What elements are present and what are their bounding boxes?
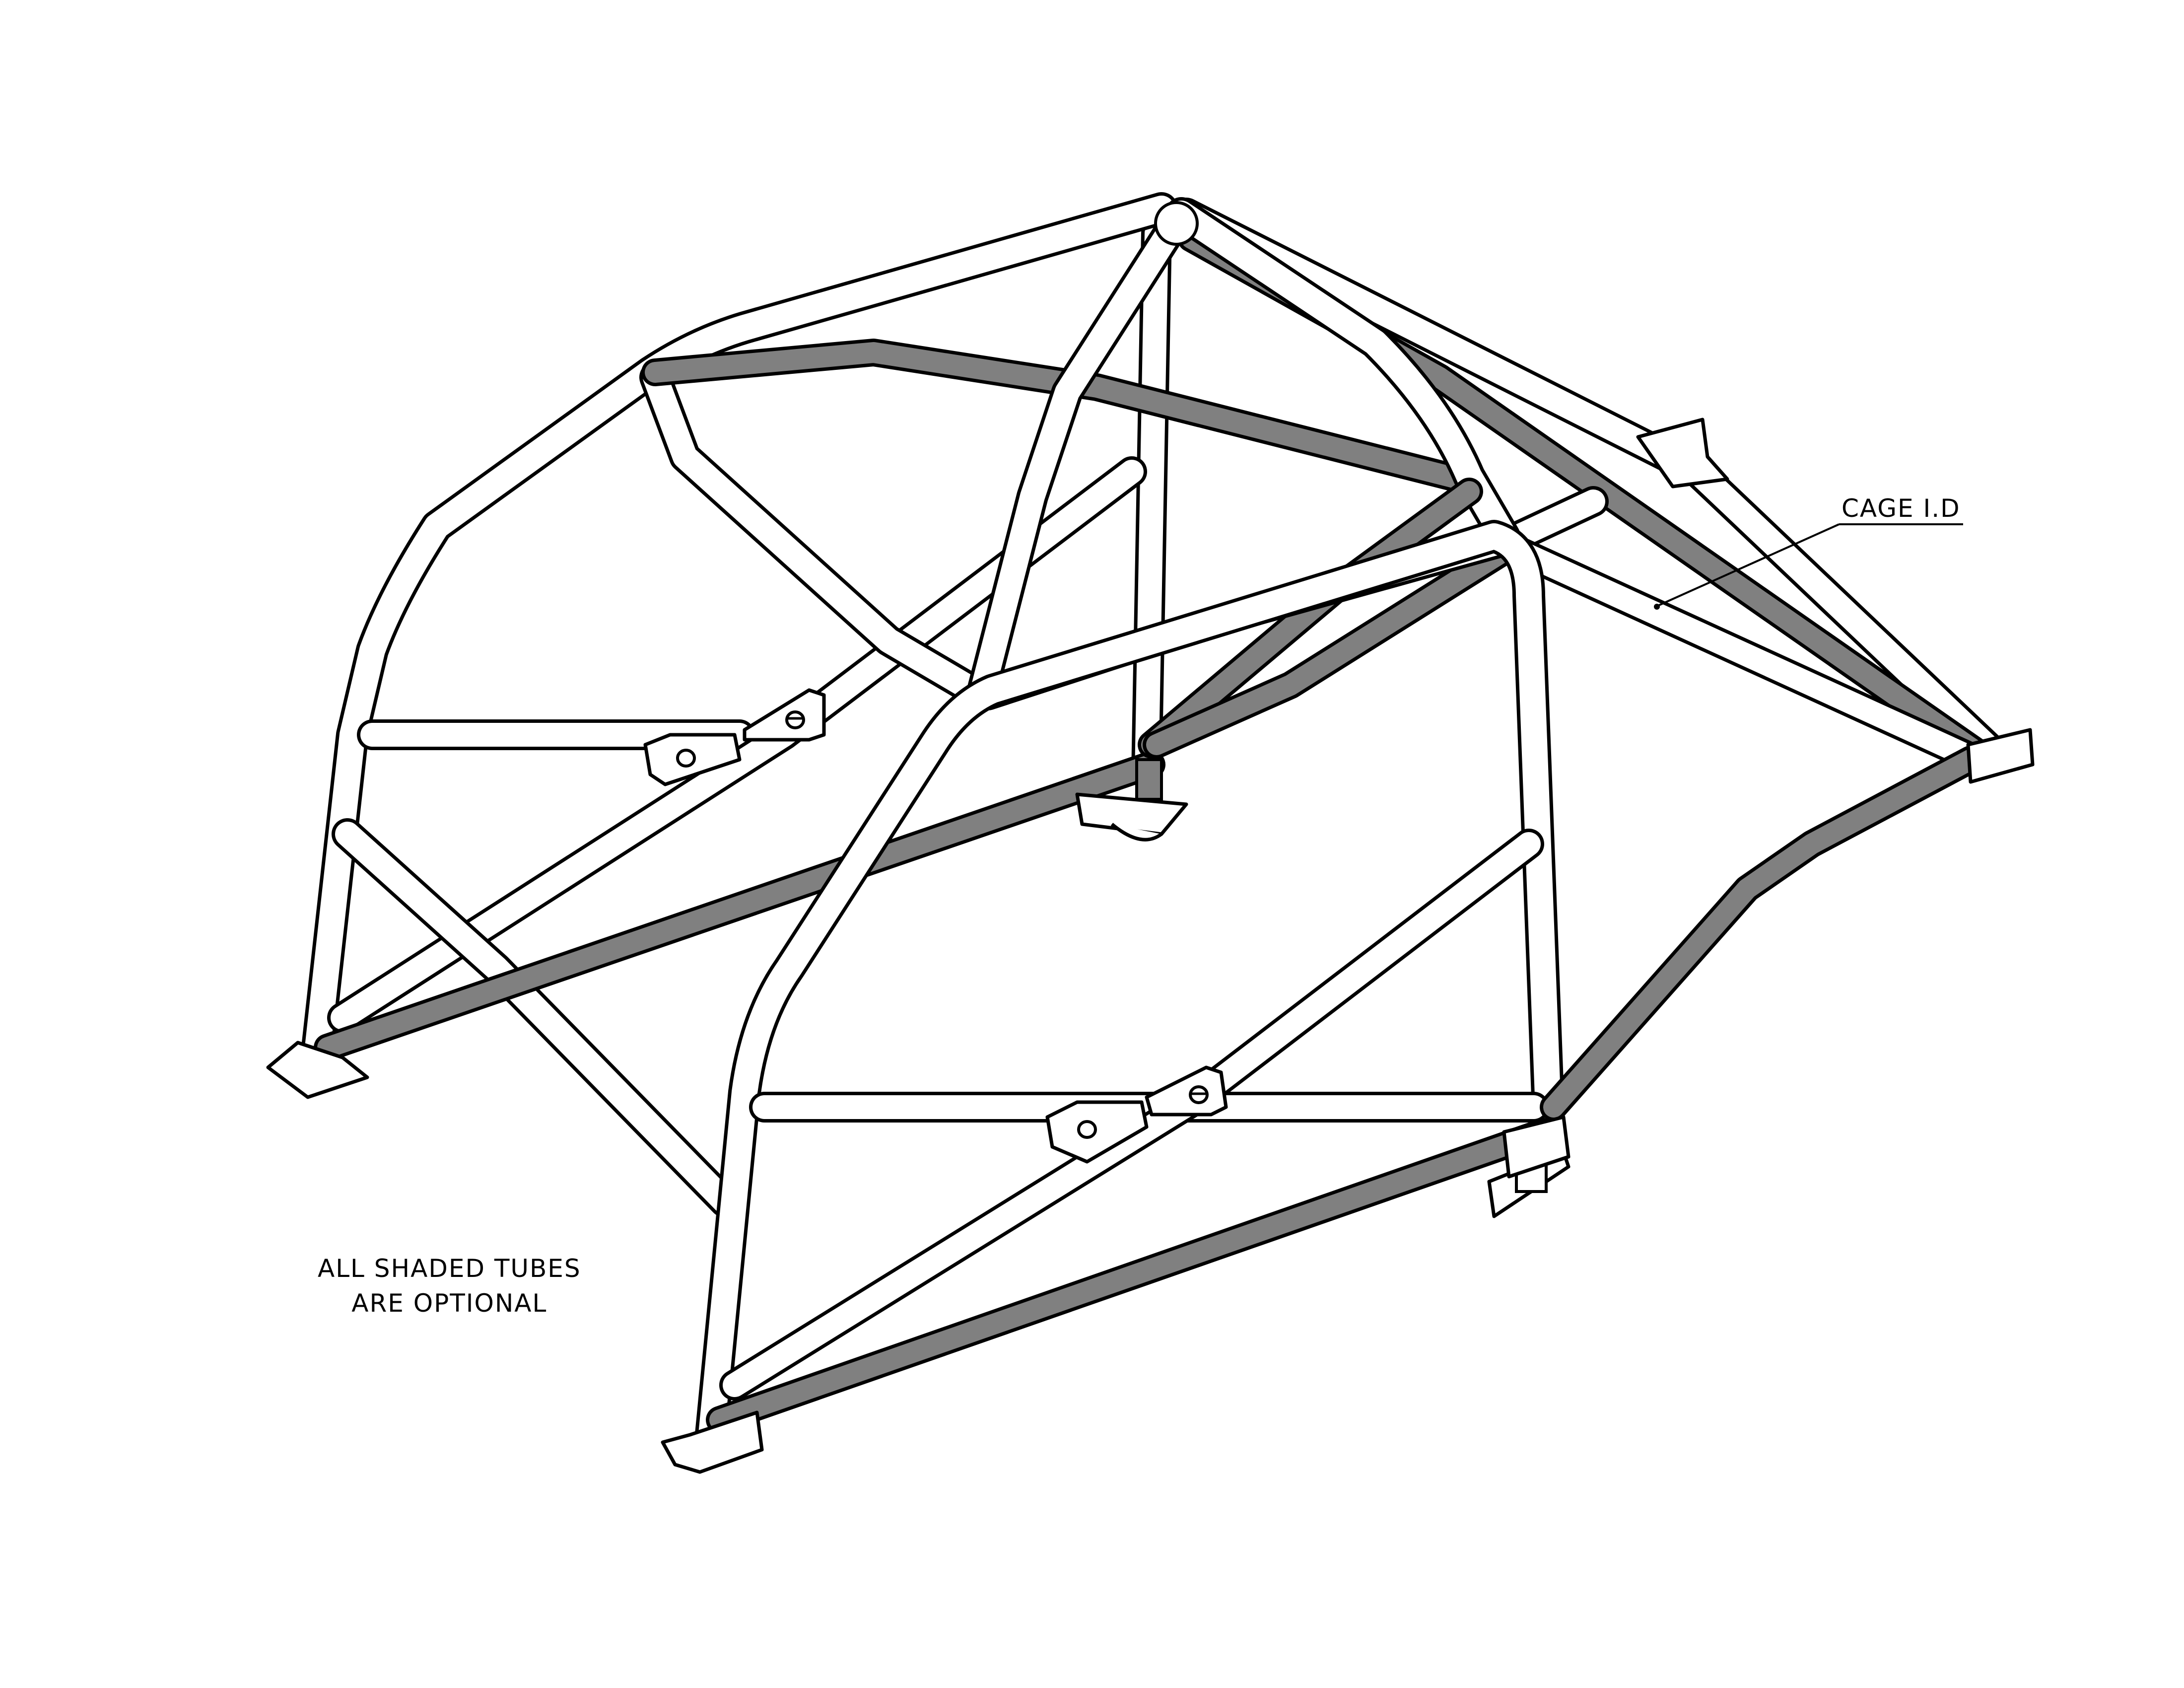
center-rear-foot xyxy=(1075,758,1188,842)
left-side xyxy=(266,192,1178,1217)
left-gusset-plate-2 xyxy=(743,688,826,742)
optional-tubes-note: ALL SHADED TUBES ARE OPTIONAL xyxy=(318,1251,581,1321)
bolt-hole xyxy=(785,710,805,729)
left-front-foot-plate xyxy=(266,1041,369,1099)
front-gusset-plate-1 xyxy=(1045,1100,1149,1164)
rear-mount-plate xyxy=(1636,418,1729,489)
front-side xyxy=(661,520,2035,1474)
cage-id-leader xyxy=(1654,523,1963,610)
note-line-2: ARE OPTIONAL xyxy=(351,1289,547,1318)
cage-id-label: CAGE I.D xyxy=(1842,494,1961,523)
bolt-hole xyxy=(1077,1120,1097,1139)
right-rear-foot-plate xyxy=(1966,728,2035,784)
bolt-hole xyxy=(676,749,696,768)
optional-right-rear-bar xyxy=(1540,746,1984,1121)
front-foot-plate xyxy=(661,1410,764,1474)
front-gusset-plate-2 xyxy=(1145,1065,1228,1117)
note-line-1: ALL SHADED TUBES xyxy=(318,1254,581,1283)
top-joint xyxy=(1154,201,1199,246)
